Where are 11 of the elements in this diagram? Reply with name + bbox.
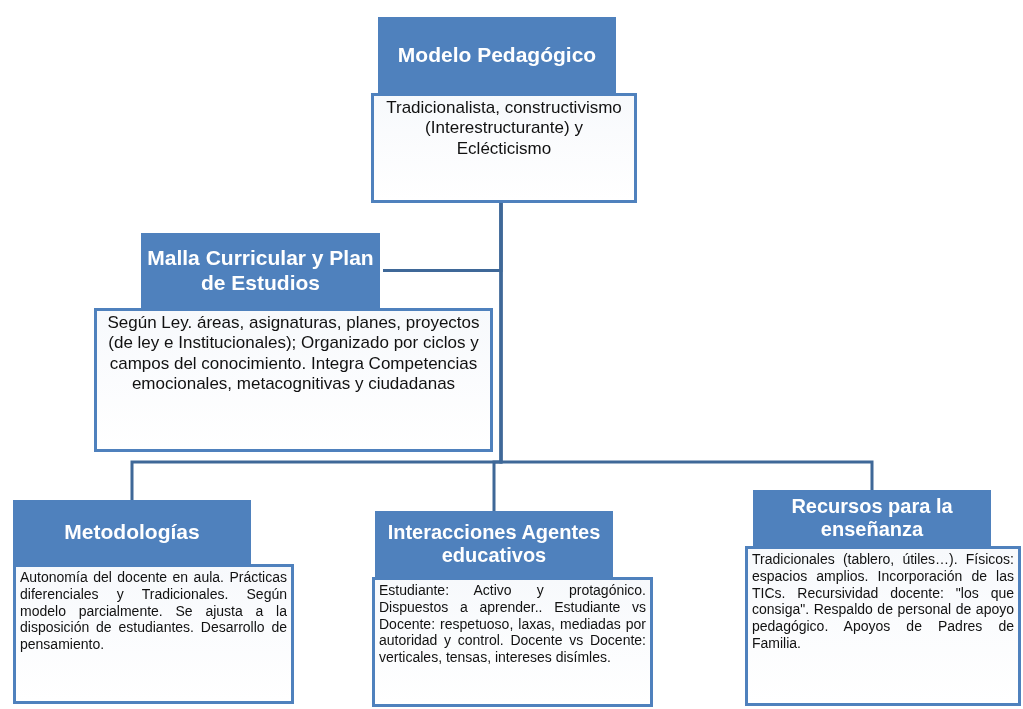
heading-box: Recursos para la enseñanza — [753, 490, 991, 546]
connector-line — [499, 203, 874, 490]
heading-box: Interacciones Agentes educativos — [375, 511, 613, 577]
heading-box: Metodologías — [13, 500, 251, 564]
description-box: Estudiante: Activo y protagónico. Dispuestos a aprender.. Estudiante vs Docente: respetuoso, laxas, mediadas por autoridad y control. Docente vs Docente: verticales, tensas, intereses disímles. — [372, 577, 653, 707]
heading-box: Malla Curricular y Plan de Estudios — [141, 233, 380, 308]
heading-box: Modelo Pedagógico — [378, 17, 616, 93]
description-box: Autonomía del docente en aula. Prácticas diferenciales y Tradicionales. Según modelo parcialmente. Se ajusta a la disposición de estudiantes. Desarrollo de pensamiento. — [13, 564, 294, 704]
description-box: Tradicionalista, constructivismo (Interestructurante) y Eclécticismo — [371, 93, 637, 203]
description-box: Según Ley. áreas, asignaturas, planes, proyectos (de ley e Institucionales); Organizado por ciclos y campos del conocimiento. Integra Competencias emocionales, metacognitivas y ciudadanas — [94, 308, 493, 452]
description-box: Tradicionales (tablero, útiles…). Físicos: espacios amplios. Incorporación de las TICs. Recursividad docente: "los que consiga". Respaldo de personal de apoyo pedagógico. Apoyos de Padres de Familia. — [745, 546, 1021, 706]
